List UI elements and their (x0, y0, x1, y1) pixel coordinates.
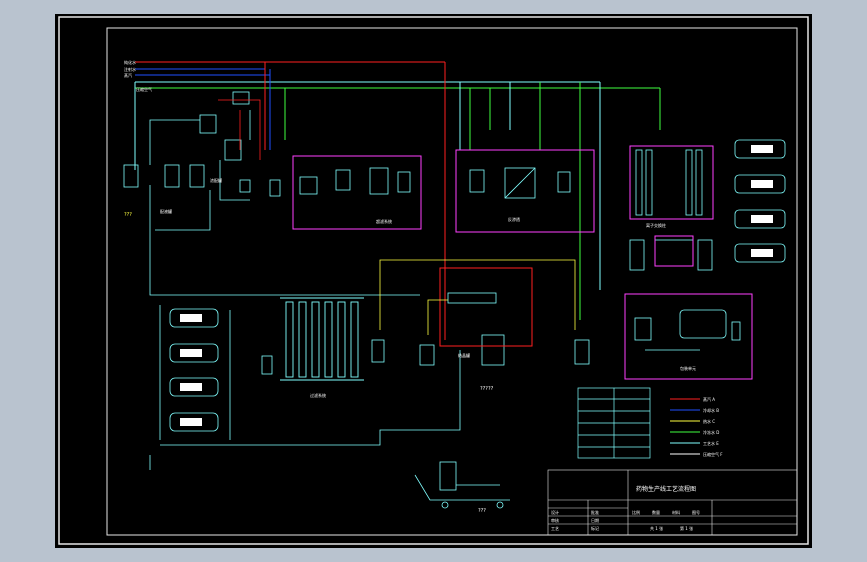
reactor-red-box (439, 267, 533, 347)
title-cell-8: 图号 (692, 509, 700, 515)
legend-line-label-2: 冷却水 B (703, 407, 719, 413)
title-cell-12: 标记 (591, 525, 599, 531)
packaging-box (624, 293, 753, 380)
legend-line-label-6: 压缩空气 F (703, 451, 723, 457)
filter-columns (280, 297, 364, 381)
inner-border (106, 27, 798, 536)
ion-exchange-columns (635, 149, 703, 216)
unit-label-4: 反渗透 (508, 216, 520, 222)
right-tank-label-1 (751, 145, 773, 153)
transfer-cart (414, 461, 510, 509)
title-block (547, 469, 798, 536)
feed-label-3: 蒸汽 (124, 72, 132, 78)
title-cell-6: 数量 (652, 509, 660, 515)
unit-label-3: 超滤系统 (376, 218, 392, 224)
title-cell-5: 比例 (632, 509, 640, 515)
left-horizontal-tanks (149, 305, 461, 470)
title-cell-2: 审核 (551, 517, 559, 523)
outer-border (58, 16, 809, 545)
title-cell-3: 工艺 (551, 526, 559, 531)
feed-headers (134, 61, 661, 340)
reverse-osmosis-box (455, 149, 595, 233)
question-mark-3: ??? (478, 508, 486, 514)
unit-label-6: 过滤系统 (310, 392, 326, 398)
legend-line-label-1: 蒸汽 A (703, 396, 715, 402)
legend-line-label-3: 热水 C (703, 418, 715, 424)
unit-label-7: 结晶罐 (458, 352, 470, 358)
right-tank-label-3 (751, 215, 773, 223)
center-reactor (261, 292, 590, 375)
unit-label-2: 浓配罐 (210, 177, 222, 183)
feed-label-1: 纯化水 (124, 59, 136, 65)
drawing-background (55, 14, 812, 548)
left-tank-label-3 (180, 383, 202, 391)
packaging-units (634, 309, 741, 351)
feed-label-4: 压缩空气 (136, 86, 152, 92)
batching-area (123, 91, 420, 296)
title-cell-10: 第 1 张 (680, 525, 693, 531)
filling-box (654, 235, 694, 267)
legend-table (577, 387, 651, 459)
right-storage-tanks (734, 139, 786, 263)
right-tank-label-2 (751, 180, 773, 188)
ultrafiltration-box (292, 155, 422, 230)
feed-label-2: 注射水 (124, 66, 136, 72)
unit-label-1: 配液罐 (160, 208, 172, 214)
yellow-lines (379, 259, 576, 335)
legend-lines (670, 398, 700, 455)
legend-line-label-5: 工艺水 E (703, 440, 719, 446)
right-tank-label-4 (751, 249, 773, 257)
unit-label-5: 离子交换柱 (646, 222, 666, 228)
title-cell-9: 共 1 张 (650, 525, 663, 531)
ultrafiltration-units (299, 167, 411, 195)
title-cell-4: 批准 (591, 509, 599, 515)
question-mark-2: ????? (480, 386, 494, 392)
drawing-title: 药物生产线工艺流程图 (636, 485, 696, 493)
unit-label-8: 包装单元 (680, 365, 696, 371)
reverse-osmosis-units (469, 167, 571, 199)
left-tank-label-2 (180, 349, 202, 357)
batching-redlines (218, 99, 261, 160)
left-tank-label-1 (180, 314, 202, 322)
question-mark-1: ??? (124, 212, 132, 218)
title-cell-11: 日期 (591, 517, 599, 523)
title-cell-1: 设计 (551, 509, 559, 515)
title-cell-7: 材料 (672, 509, 680, 515)
ion-exchange-box (629, 145, 714, 220)
left-tank-label-4 (180, 418, 202, 426)
legend-line-label-4: 冷冻水 D (703, 429, 719, 435)
